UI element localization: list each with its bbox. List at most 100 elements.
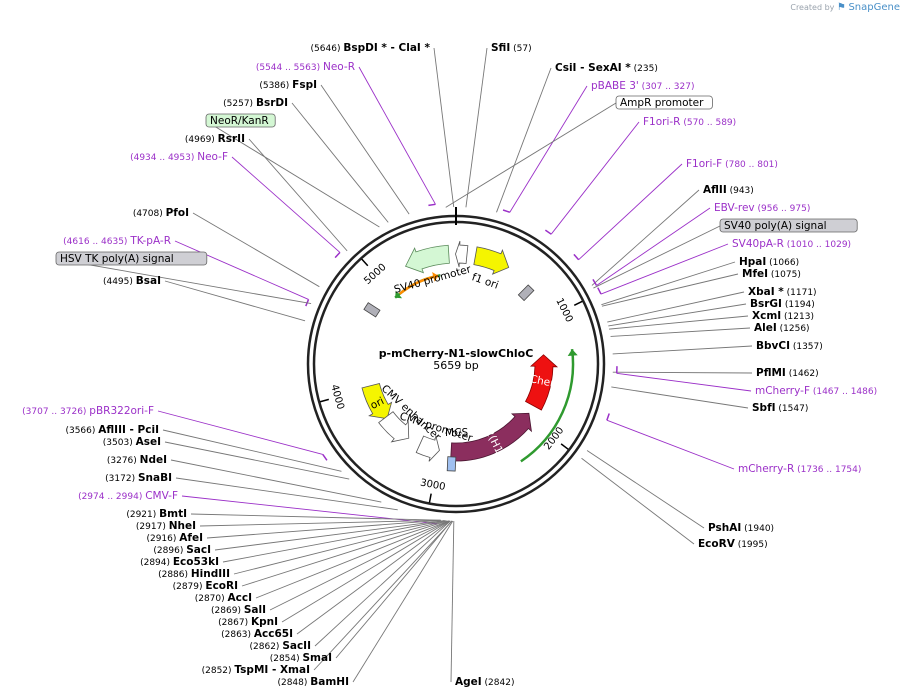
- site-coord: (2896): [153, 546, 186, 556]
- site-bspdi-clai[interactable]: (5646) BspDI * - ClaI *: [311, 42, 431, 54]
- site-pfoi[interactable]: (4708) PfoI: [133, 207, 189, 219]
- site-hsv-tk-poly-a-signal[interactable]: HSV TK poly(A) signal: [55, 251, 208, 266]
- site-pshai[interactable]: PshAI (1940): [708, 522, 774, 534]
- site-fspi[interactable]: (5386) FspI: [259, 79, 317, 91]
- feature-chr2-h134r[interactable]: [450, 412, 532, 462]
- site-sacii[interactable]: (2862) SacII: [250, 640, 311, 652]
- site-bsrgi[interactable]: BsrGI (1194): [750, 298, 815, 310]
- site-name-alt: - ClaI *: [387, 42, 431, 54]
- site-acc65i[interactable]: (2863) Acc65I: [221, 628, 293, 640]
- site-label-text: F1ori-R (570 .. 589): [643, 116, 736, 128]
- site-xcmi[interactable]: XcmI (1213): [752, 310, 814, 322]
- site-smai[interactable]: (2854) SmaI: [270, 652, 332, 664]
- site-sbfi[interactable]: SbfI (1547): [752, 402, 808, 414]
- site-bsai[interactable]: (4495) BsaI: [103, 275, 161, 287]
- site-label-text: (2974 .. 2994) CMV-F: [78, 490, 178, 502]
- snapgene-credit: Created by ⚑ SnapGene: [790, 2, 900, 13]
- site-asei[interactable]: (3503) AseI: [103, 436, 161, 448]
- site-snabi[interactable]: (3172) SnaBI: [105, 472, 172, 484]
- site-bsrdi[interactable]: (5257) BsrDI: [223, 97, 288, 109]
- site-ecorv[interactable]: EcoRV (1995): [698, 538, 768, 550]
- site-ndei[interactable]: (3276) NdeI: [107, 454, 167, 466]
- site-saci[interactable]: (2896) SacI: [153, 544, 211, 556]
- site-ampr-promoter[interactable]: AmpR promoter: [615, 95, 713, 110]
- site-coord: (2854): [270, 654, 303, 664]
- site-name: AccI: [228, 592, 252, 604]
- site-name: PfoI: [166, 207, 189, 219]
- site-rsrii[interactable]: (4969) RsrII: [185, 133, 245, 145]
- leader-line: [596, 207, 711, 286]
- site-labels: (5646) BspDI * - ClaI * SfiI (57) CsiI - S…: [22, 42, 877, 688]
- site-name: SfiI: [491, 42, 510, 54]
- site-label-text: pBABE 3' (307 .. 327): [591, 80, 694, 92]
- site-xbai[interactable]: XbaI * (1171): [748, 286, 817, 298]
- site-ecori[interactable]: (2879) EcoRI: [173, 580, 238, 592]
- leader-line: [496, 67, 552, 213]
- feature-label-text: AmpR promoter: [620, 97, 704, 109]
- site-tk-pa-r[interactable]: (4616 .. 4635) TK-pA-R: [63, 235, 171, 247]
- site-bamhi[interactable]: (2848) BamHI: [277, 676, 349, 688]
- site-f1ori-f[interactable]: F1ori-F (780 .. 801): [686, 158, 778, 170]
- site-name: AflII: [703, 184, 727, 196]
- site-afliii-pcii[interactable]: (3566) AflIII - PciI: [65, 424, 159, 436]
- site-aflii[interactable]: AflII (943): [703, 184, 754, 196]
- site-neo-r[interactable]: (5544 .. 5563) Neo-R: [256, 61, 355, 73]
- site-sv40-poly-a-signal[interactable]: SV40 poly(A) signal: [719, 218, 858, 233]
- site-pbabe-3[interactable]: pBABE 3' (307 .. 327): [591, 80, 694, 92]
- feature-mcherry[interactable]: [525, 354, 559, 411]
- site-name: SacII: [282, 640, 311, 652]
- leader-line: [255, 520, 450, 599]
- site-agei[interactable]: AgeI (2842): [455, 676, 514, 688]
- site-cmv-f[interactable]: (2974 .. 2994) CMV-F: [78, 490, 178, 502]
- plasmid-name: p-mCherry-N1-slowChloC: [379, 347, 534, 360]
- site-hpai[interactable]: HpaI (1066): [739, 256, 799, 268]
- site-sali[interactable]: (2869) SalI: [211, 604, 266, 616]
- site-afei[interactable]: (2916) AfeI: [146, 532, 203, 544]
- site-label-text: mCherry-R (1736 .. 1754): [738, 463, 861, 475]
- site-name: Neo-F: [197, 151, 228, 163]
- site-mfei[interactable]: MfeI (1075): [742, 268, 801, 280]
- site-nhei[interactable]: (2917) NheI: [136, 520, 196, 532]
- site-csii-sexai[interactable]: CsiI - SexAI * (235): [555, 62, 658, 74]
- site-ebv-rev[interactable]: EBV-rev (956 .. 975): [714, 202, 810, 214]
- leader-line: [199, 519, 441, 527]
- site-name: EcoRI: [205, 580, 238, 592]
- site-acci[interactable]: (2870) AccI: [195, 592, 252, 604]
- site-kpni[interactable]: (2867) KpnI: [218, 616, 278, 628]
- site-label-text: (3566) AflIII - PciI: [65, 424, 159, 436]
- site-bbvci[interactable]: BbvCI (1357): [756, 340, 823, 352]
- site-label-text: (4495) BsaI: [103, 275, 161, 287]
- site-neor-kanr[interactable]: NeoR/KanR: [205, 113, 276, 128]
- site-name: HindIII: [191, 568, 230, 580]
- site-sfii[interactable]: SfiI (57): [491, 42, 532, 54]
- site-label-text: XbaI * (1171): [748, 286, 817, 298]
- site-pbr322ori-f[interactable]: (3707 .. 3726) pBR322ori-F: [22, 405, 154, 417]
- feature-ampr-promoter[interactable]: [455, 240, 469, 268]
- feature-label-box: [615, 95, 713, 110]
- site-alei[interactable]: AleI (1256): [754, 322, 810, 334]
- feature-label-box: [55, 251, 208, 266]
- site-neo-f[interactable]: (4934 .. 4953) Neo-F: [130, 151, 228, 163]
- leader-line: [269, 520, 450, 611]
- feature-cmv-enhancer[interactable]: [378, 411, 410, 443]
- site-label-text: (2869) SalI: [211, 604, 266, 616]
- site-label-text: MfeI (1075): [742, 268, 801, 280]
- site-f1ori-r[interactable]: F1ori-R (570 .. 589): [643, 116, 736, 128]
- site-mcherry-r[interactable]: mCherry-R (1736 .. 1754): [738, 463, 861, 475]
- feature-sv40-promoter[interactable]: [405, 244, 450, 274]
- site-name: Neo-R: [323, 61, 355, 73]
- site-bmti[interactable]: (2921) BmtI: [126, 508, 187, 520]
- site-name: SalI: [244, 604, 266, 616]
- site-eco53ki[interactable]: (2894) Eco53kI: [140, 556, 219, 568]
- feature-cmv-promoter[interactable]: [415, 434, 440, 462]
- leader-line: [578, 163, 683, 261]
- leader-line: [581, 457, 695, 545]
- site-sv40pa-r[interactable]: SV40pA-R (1010 .. 1029): [732, 238, 851, 250]
- site-hindiii[interactable]: (2886) HindIII: [158, 568, 230, 580]
- site-mcherry-f[interactable]: mCherry-F (1467 .. 1486): [755, 385, 877, 397]
- site-pflmi[interactable]: PflMI (1462): [756, 367, 819, 379]
- feature-ori[interactable]: [361, 382, 393, 420]
- leader-line: [190, 513, 441, 521]
- site-tspmi-xmai[interactable]: (2852) TspMI - XmaI: [202, 664, 310, 676]
- feature-f1-ori[interactable]: [473, 246, 510, 275]
